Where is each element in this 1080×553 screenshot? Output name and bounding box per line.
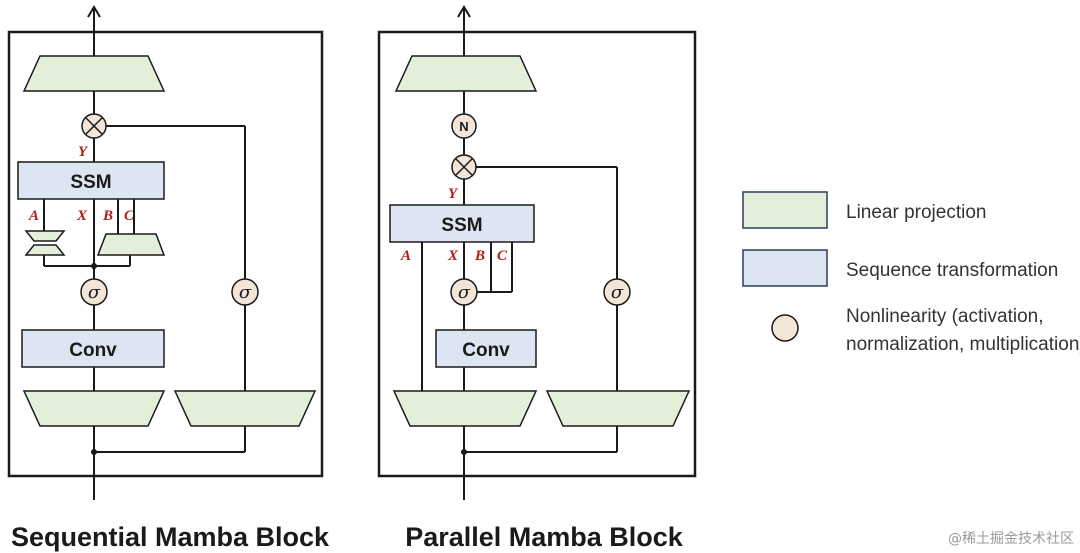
- legend-linear-swatch: [742, 191, 828, 229]
- parallel-sigma-label-gate: σ: [611, 282, 624, 303]
- watermark: @稀土掘金技术社区: [948, 531, 1074, 547]
- sequential-sigma-node-gate: σ: [231, 278, 259, 306]
- parallel-ssm-box: [389, 204, 535, 243]
- parallel-ssm-label: SSM: [441, 215, 482, 236]
- sequential-in-projection-right: [173, 390, 317, 427]
- parallel-multiply-node: [451, 154, 477, 180]
- sequential-output-arrow: [87, 5, 101, 18]
- legend-sequence-label: Sequence transformation: [846, 260, 1058, 281]
- parallel-frame: [377, 30, 697, 478]
- parallel-output-arrow: [457, 5, 471, 18]
- legend-sequence-swatch: [742, 249, 828, 287]
- parallel-block: N Y SSM A X B C σ σ Conv: [377, 5, 697, 552]
- sequential-a-projection-top: [24, 230, 66, 242]
- legend: Linear projection Sequence transformatio…: [742, 191, 1080, 355]
- parallel-var-y: Y: [448, 186, 459, 202]
- parallel-in-projection-right: [545, 390, 691, 427]
- sequential-sigma-label-main: σ: [88, 282, 101, 303]
- parallel-sigma-node-gate: σ: [603, 278, 631, 306]
- legend-nonlinear-label-line1: Nonlinearity (activation,: [846, 306, 1043, 327]
- sequential-block: Y SSM A X B C σ σ Conv: [7, 5, 330, 552]
- sequential-conv-label: Conv: [69, 340, 117, 361]
- sequential-var-y: Y: [78, 144, 89, 160]
- sequential-out-projection: [22, 55, 166, 92]
- sequential-var-x: X: [76, 208, 88, 224]
- parallel-var-b: B: [474, 248, 485, 264]
- parallel-var-c: C: [497, 248, 508, 264]
- parallel-sigma-node-main: σ: [450, 278, 478, 306]
- sequential-ssm-box: [17, 161, 165, 200]
- parallel-in-projection-left: [392, 390, 538, 427]
- parallel-conv-box: [435, 329, 537, 368]
- sequential-join-dot: [91, 263, 97, 269]
- parallel-var-a: A: [400, 248, 411, 264]
- sequential-sigma-node-main: σ: [80, 278, 108, 306]
- legend-nonlinear-label-line2: normalization, multiplication): [846, 334, 1080, 355]
- parallel-out-projection: [394, 55, 538, 92]
- parallel-norm-node: N: [451, 113, 477, 139]
- parallel-norm-label: N: [459, 119, 468, 134]
- sequential-ssm-label: SSM: [70, 172, 111, 193]
- sequential-a-projection-bottom: [24, 244, 66, 256]
- sequential-var-b: B: [102, 208, 113, 224]
- sequential-bc-projection: [96, 233, 166, 256]
- parallel-var-x: X: [447, 248, 459, 264]
- sequential-conv-box: [21, 329, 165, 368]
- sequential-var-a: A: [28, 208, 39, 224]
- sequential-frame: [7, 30, 324, 478]
- sequential-multiply-node: [81, 113, 107, 139]
- parallel-conv-label: Conv: [462, 340, 510, 361]
- sequential-title: Sequential Mamba Block: [11, 522, 330, 552]
- sequential-in-projection-left: [22, 390, 166, 427]
- sequential-var-c: C: [124, 208, 135, 224]
- sequential-sigma-label-gate: σ: [239, 282, 252, 303]
- legend-nonlinear-swatch: [771, 314, 799, 342]
- parallel-title: Parallel Mamba Block: [405, 522, 684, 552]
- parallel-sigma-label-main: σ: [458, 282, 471, 303]
- legend-linear-label: Linear projection: [846, 202, 986, 223]
